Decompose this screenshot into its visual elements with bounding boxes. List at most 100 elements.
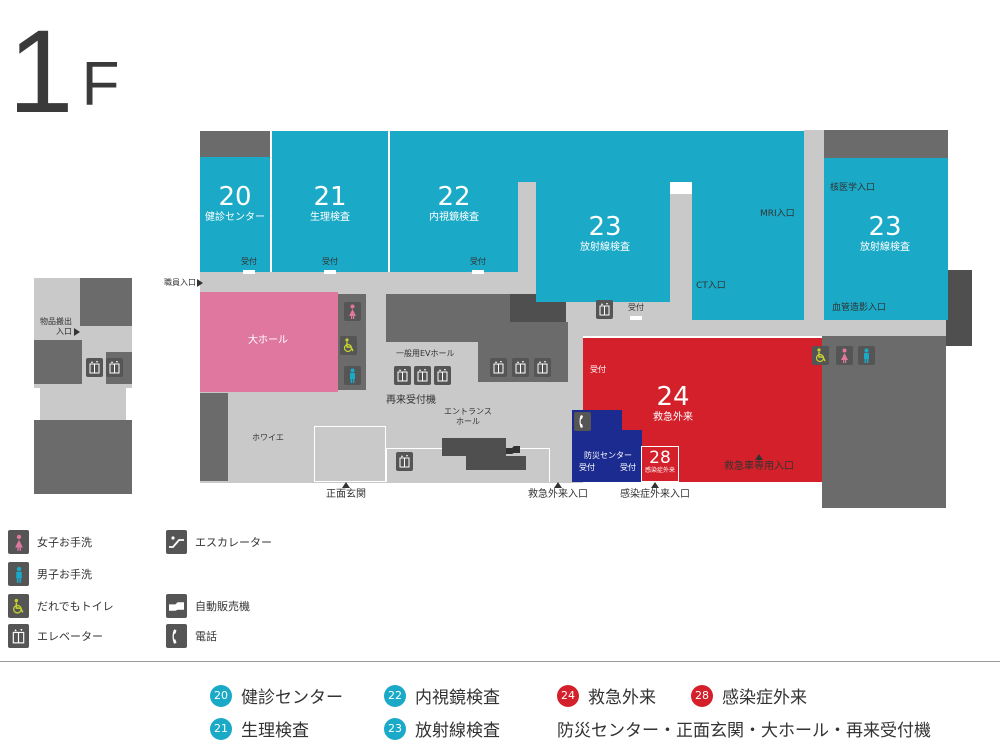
men-toilet-icon bbox=[8, 562, 29, 586]
service-block-top-right bbox=[824, 130, 948, 158]
legend-accessible: だれでもトイレ bbox=[8, 594, 114, 618]
key-text: 健診センター bbox=[241, 688, 343, 708]
elevator-icon bbox=[434, 366, 451, 385]
key-text: 放射線検査 bbox=[415, 721, 500, 741]
elevator-icon bbox=[396, 452, 413, 471]
elevator-icon bbox=[414, 366, 431, 385]
room-23-left[interactable] bbox=[518, 131, 804, 182]
legend-phone-label: 電話 bbox=[195, 630, 217, 643]
key-item-21: 21 生理検査 bbox=[210, 716, 309, 741]
staff-entrance-arrow bbox=[197, 279, 203, 287]
legend-phone: 電話 bbox=[166, 624, 217, 648]
main-hall-label: 大ホール bbox=[248, 335, 288, 346]
floor-title: 1 F bbox=[8, 2, 120, 138]
entrance-hall-label: エントランス bbox=[444, 407, 492, 416]
key-text: 内視鏡検査 bbox=[415, 688, 500, 708]
key-item-23: 23 放射線検査 bbox=[384, 716, 500, 741]
corridor-vertical-3 bbox=[804, 130, 824, 322]
key-note: 防災センター・正面玄関・大ホール・再来受付機 bbox=[557, 716, 931, 741]
ct-entrance-label: CT入口 bbox=[696, 281, 726, 291]
key-badge: 21 bbox=[210, 717, 232, 740]
general-ev-hall-label: 一般用EVホール bbox=[396, 349, 455, 358]
divider bbox=[0, 661, 1000, 662]
legend-accessible-label: だれでもトイレ bbox=[37, 600, 114, 613]
legend-vending: 自動販売機 bbox=[166, 594, 250, 618]
goods-entrance-arrow bbox=[74, 328, 80, 336]
elevator-icon bbox=[106, 358, 123, 377]
ambulance-entrance-label: 救急車専用入口 bbox=[724, 454, 794, 472]
reception-label-24: 受付 bbox=[590, 365, 606, 374]
nuclear-entrance-label: 核医学入口 bbox=[830, 183, 876, 193]
key-text: 生理検査 bbox=[241, 721, 309, 741]
key-item-22: 22 内視鏡検査 bbox=[384, 683, 500, 708]
legend-men: 男子お手洗 bbox=[8, 562, 92, 586]
escalator-graphic-2 bbox=[466, 456, 526, 470]
disaster-center[interactable] bbox=[572, 430, 642, 482]
key-text: 救急外来 bbox=[588, 688, 656, 708]
legend-elevator-label: エレベーター bbox=[37, 630, 103, 643]
key-badge: 22 bbox=[384, 684, 406, 707]
foyer-label: ホワイエ bbox=[252, 433, 284, 442]
staff-entrance-label: 職員入口 bbox=[164, 278, 196, 287]
main-entrance-label: 正面玄関 bbox=[326, 482, 366, 500]
floor-number: 1 bbox=[8, 6, 74, 138]
room-20[interactable] bbox=[200, 157, 270, 272]
legend-women-label: 女子お手洗 bbox=[37, 536, 92, 549]
reception-label-28: 受付 bbox=[620, 463, 636, 472]
room-21[interactable] bbox=[272, 131, 388, 272]
reentry-machine-label: 再来受付機 bbox=[386, 395, 436, 406]
escalator-icon bbox=[166, 530, 187, 554]
reception-mark bbox=[472, 270, 484, 274]
men-toilet-icon bbox=[858, 346, 875, 365]
accessible-toilet-icon bbox=[8, 594, 29, 618]
annex-corridor bbox=[40, 384, 126, 420]
reception-mark bbox=[324, 270, 336, 274]
er-entrance-label: 救急外来入口 bbox=[528, 482, 588, 500]
annex-dark-bottom bbox=[34, 420, 132, 494]
elevator-icon bbox=[86, 358, 103, 377]
goods-entrance-label-2: 入口 bbox=[56, 327, 72, 336]
legend-elevator: エレベーター bbox=[8, 624, 103, 648]
entrance-hall-label-2: ホール bbox=[456, 417, 480, 426]
room-22[interactable] bbox=[390, 131, 518, 272]
phone-icon bbox=[574, 412, 591, 431]
key-item-20: 20 健診センター bbox=[210, 683, 343, 708]
legend-women: 女子お手洗 bbox=[8, 530, 92, 554]
accessible-toilet-icon bbox=[812, 346, 829, 365]
infection-entrance-label: 感染症外来入口 bbox=[620, 482, 690, 500]
vending-machine-icon bbox=[166, 594, 187, 618]
accessible-toilet-icon bbox=[340, 336, 357, 355]
goods-entrance-label: 物品搬出 bbox=[40, 317, 72, 326]
service-block-top-left bbox=[200, 131, 270, 157]
key-badge: 20 bbox=[210, 684, 232, 707]
room-23-left-c[interactable] bbox=[692, 182, 804, 320]
reception-label-disaster: 受付 bbox=[579, 463, 595, 472]
legend-vending-label: 自動販売機 bbox=[195, 600, 250, 613]
key-badge: 28 bbox=[691, 684, 713, 707]
room-23-right[interactable] bbox=[824, 158, 948, 320]
foyer-outline bbox=[314, 426, 386, 482]
corridor-vertical-2 bbox=[670, 194, 692, 324]
angiography-entrance-label: 血管造影入口 bbox=[832, 303, 887, 313]
main-hall[interactable] bbox=[200, 292, 338, 392]
annex-dark-mid bbox=[34, 340, 82, 384]
legend-men-label: 男子お手洗 bbox=[37, 568, 92, 581]
elevator-icon bbox=[394, 366, 411, 385]
room-23-left-b[interactable] bbox=[536, 182, 670, 302]
escalator-graphic bbox=[442, 438, 506, 456]
women-toilet-icon bbox=[8, 530, 29, 554]
reception-label-22: 受付 bbox=[470, 257, 486, 266]
reception-label-23: 受付 bbox=[628, 303, 644, 312]
room-28[interactable] bbox=[641, 446, 679, 482]
key-item-28: 28 感染症外来 bbox=[691, 683, 807, 708]
phone-icon bbox=[166, 624, 187, 648]
stairs-right bbox=[946, 270, 972, 346]
